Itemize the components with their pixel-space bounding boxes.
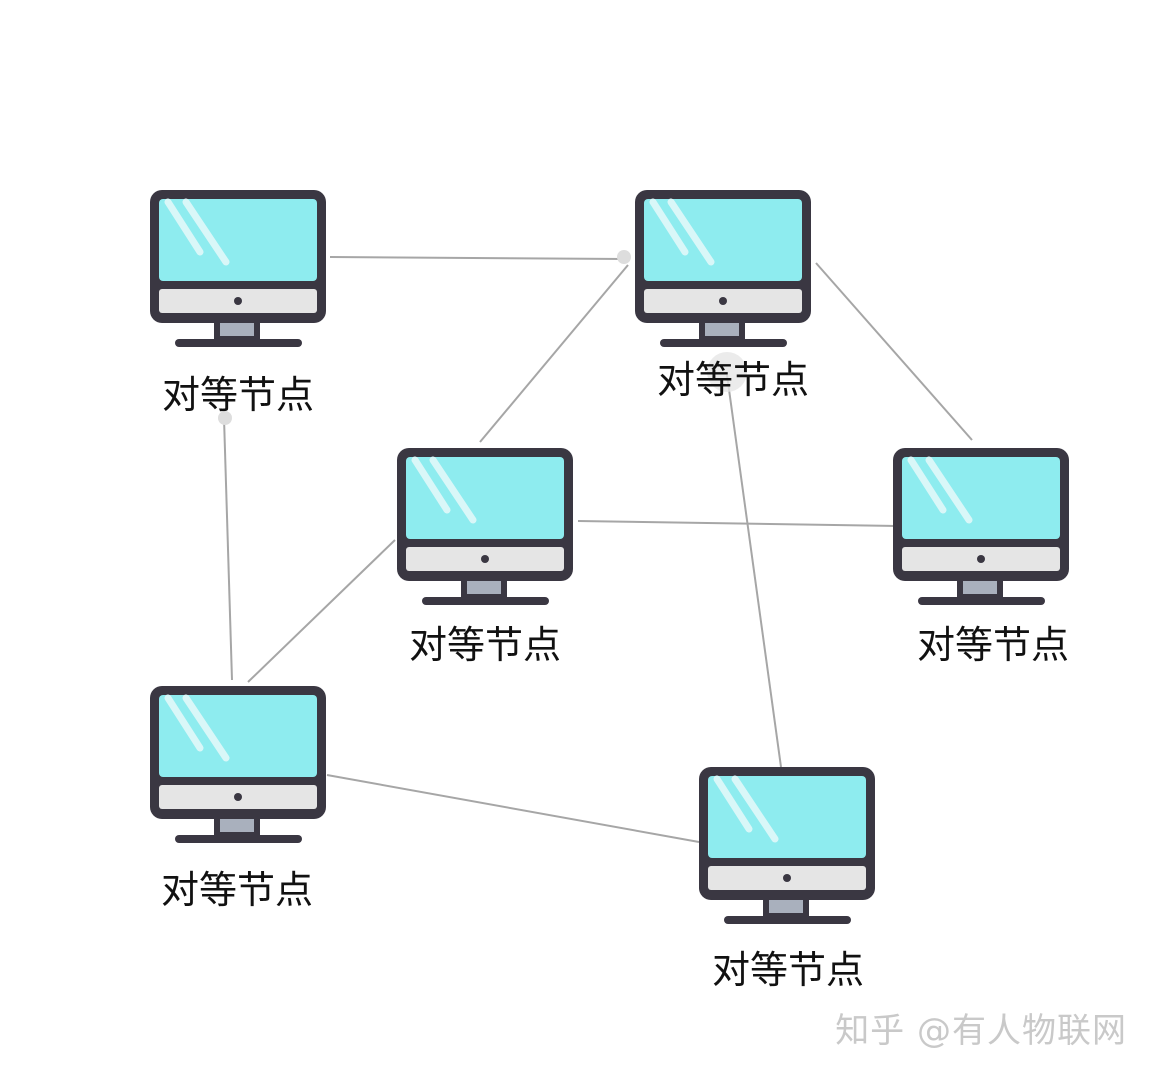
edge-dot (617, 250, 631, 264)
node-3: 对等节点 (397, 448, 573, 667)
node-1: 对等节点 (150, 190, 326, 417)
monitor-icon (893, 448, 1069, 605)
edge-node2-node4 (815, 262, 973, 441)
node-label: 对等节点 (161, 868, 313, 912)
node-label: 对等节点 (162, 373, 314, 417)
node-label: 对等节点 (712, 948, 864, 992)
node-4: 对等节点 (893, 448, 1069, 667)
node-label: 对等节点 (657, 358, 809, 402)
edge-node1-node2 (329, 256, 626, 260)
monitor-icon (150, 686, 326, 843)
edge-dot (218, 411, 232, 425)
edge-node1-node5 (223, 417, 233, 681)
watermark: 知乎 @有人物联网 (835, 1011, 1127, 1051)
node-label: 对等节点 (917, 623, 1069, 667)
edge-node2-node6 (726, 374, 782, 768)
node-6: 对等节点 (699, 767, 875, 992)
monitor-icon (699, 767, 875, 924)
edges (223, 256, 973, 843)
node-2: 对等节点 (635, 190, 811, 402)
edge-dot (707, 352, 747, 392)
node-label: 对等节点 (409, 623, 561, 667)
edge-node5-node6 (326, 774, 700, 843)
edge-node3-node5 (247, 539, 396, 683)
monitor-icon (635, 190, 811, 347)
monitor-icon (397, 448, 573, 605)
edge-node2-node3 (479, 264, 629, 443)
node-5: 对等节点 (150, 686, 326, 912)
monitor-icon (150, 190, 326, 347)
edge-node3-node4 (577, 520, 896, 527)
